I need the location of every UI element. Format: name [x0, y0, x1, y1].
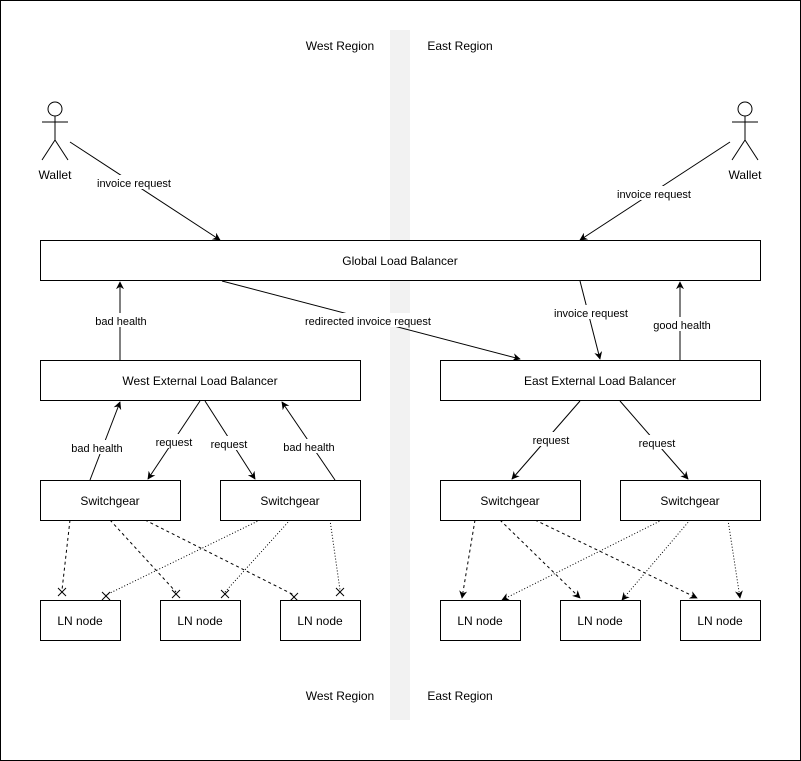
west-external-load-balancer[interactable]: West External Load Balancer: [40, 360, 361, 401]
edge-label-east-good-health: good health: [651, 317, 713, 332]
east-region-label-top: East Region: [427, 39, 492, 53]
switchgear-west-2-label: Switchgear: [260, 494, 319, 508]
global-load-balancer[interactable]: Global Load Balancer: [40, 240, 761, 281]
west-external-load-balancer-label: West External Load Balancer: [122, 374, 277, 388]
edge-label-text: bad health: [283, 442, 334, 454]
ln-node-west-1-label: LN node: [57, 614, 103, 628]
edge-label-e-request-2: request: [636, 435, 678, 450]
wallet-east-actor: Wallet: [729, 101, 763, 182]
ln-node-west-3-label: LN node: [297, 614, 343, 628]
edge-label-text: request: [639, 438, 676, 450]
person-icon: [41, 101, 69, 161]
ln-node-west-1[interactable]: LN node: [40, 600, 121, 641]
east-region-label-bottom: East Region: [427, 689, 492, 703]
wallet-west-actor: Wallet: [39, 101, 73, 182]
edge-label-wallet-east-request: invoice request: [614, 186, 694, 201]
edge-sw-e2-to-ln-e3: [727, 519, 743, 599]
edge-label-wallet-west-request: invoice request: [94, 175, 174, 190]
west-region-label-bottom: West Region: [306, 689, 374, 703]
edge-label-east-invoice: invoice request: [551, 305, 631, 320]
edge-label-w-request-1: request: [153, 434, 195, 449]
wallet-west-label: Wallet: [39, 168, 73, 182]
edge-label-text: invoice request: [617, 189, 691, 201]
west-region-label-top: West Region: [306, 39, 374, 53]
switchgear-east-2-label: Switchgear: [660, 494, 719, 508]
switchgear-west-2[interactable]: Switchgear: [220, 480, 361, 521]
edge-sw-e1-to-ln-e1: [459, 519, 476, 599]
edge-label-e-request-1: request: [530, 432, 572, 447]
global-load-balancer-label: Global Load Balancer: [342, 254, 457, 268]
edge-label-text: request: [533, 435, 570, 447]
edge-label-w-bad-health-2: bad health: [281, 439, 337, 454]
ln-node-east-3-label: LN node: [697, 614, 743, 628]
ln-node-west-2-label: LN node: [177, 614, 223, 628]
switchgear-east-2[interactable]: Switchgear: [620, 480, 761, 521]
edge-label-text: request: [211, 439, 248, 451]
edge-label-redirected: redirected invoice request: [303, 313, 433, 328]
edge-label-text: request: [156, 437, 193, 449]
edge-sw-w1-to-ln-w2: [109, 519, 177, 593]
edge-sw-e2-to-ln-e2: [621, 519, 691, 601]
edge-label-w-bad-health-1: bad health: [69, 440, 125, 455]
edge-label-text: redirected invoice request: [305, 316, 431, 328]
edge-sw-w2-to-ln-w2: [224, 519, 291, 593]
edge-label-text: good health: [653, 320, 711, 332]
person-icon: [731, 101, 759, 161]
failure-cross-icon: [57, 587, 345, 602]
switchgear-west-1-label: Switchgear: [80, 494, 139, 508]
east-external-load-balancer-label: East External Load Balancer: [524, 374, 676, 388]
edge-glb-to-east-lb: [579, 280, 603, 360]
ln-node-east-1-label: LN node: [457, 614, 503, 628]
wallet-east-label: Wallet: [729, 168, 763, 182]
edge-label-west-bad-health-glb: bad health: [93, 313, 149, 328]
east-external-load-balancer[interactable]: East External Load Balancer: [440, 360, 761, 401]
edge-label-text: invoice request: [554, 308, 628, 320]
edge-label-text: bad health: [71, 443, 122, 455]
edge-label-text: bad health: [95, 316, 146, 328]
region-divider: [390, 30, 410, 720]
ln-node-west-2[interactable]: LN node: [160, 600, 241, 641]
ln-node-east-2[interactable]: LN node: [560, 600, 641, 641]
ln-node-east-1[interactable]: LN node: [440, 600, 521, 641]
switchgear-east-1-label: Switchgear: [480, 494, 539, 508]
ln-node-east-3[interactable]: LN node: [680, 600, 761, 641]
edge-label-w-request-2: request: [208, 436, 250, 451]
ln-node-east-2-label: LN node: [577, 614, 623, 628]
edge-sw-e1-to-ln-e2: [499, 519, 581, 599]
switchgear-west-1[interactable]: Switchgear: [40, 480, 181, 521]
edge-wallet-west-to-glb: [69, 141, 221, 241]
switchgear-east-1[interactable]: Switchgear: [440, 480, 581, 521]
edge-label-text: invoice request: [97, 178, 171, 190]
edge-sw-w1-to-ln-w3: [144, 519, 295, 596]
ln-node-west-3[interactable]: LN node: [280, 600, 361, 641]
